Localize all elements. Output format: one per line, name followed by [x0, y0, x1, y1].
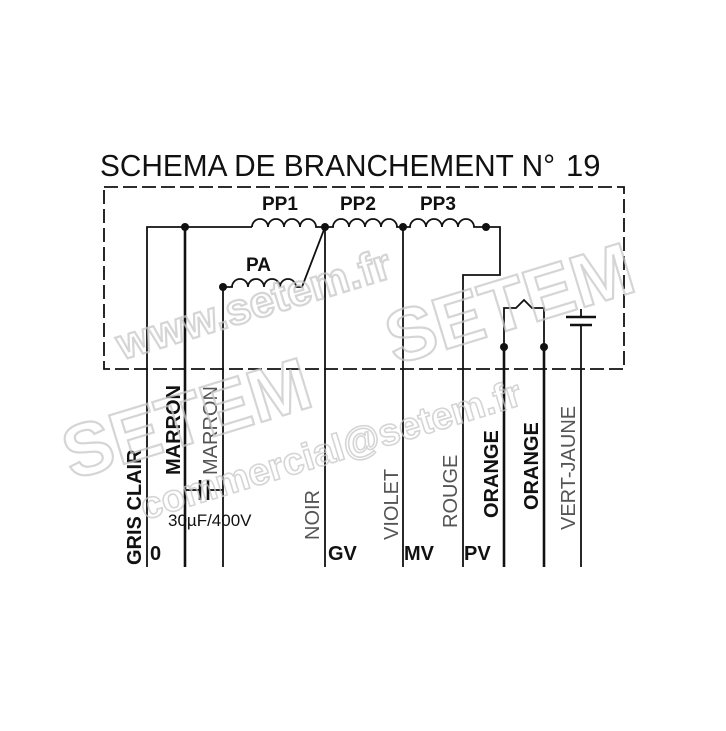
wire-label-vert-jaune: VERT-JAUNE: [558, 406, 580, 530]
terminal-label-gv: GV: [328, 543, 358, 565]
junction-dots: [181, 223, 548, 351]
terminal-label-mv: MV: [404, 543, 435, 565]
pp2-label: PP2: [340, 194, 376, 215]
pp2-winding: [325, 218, 403, 228]
diagram-title: SCHEMA DE BRANCHEMENT N°: [100, 148, 555, 183]
ground-icon: [566, 309, 596, 567]
pa-label: PA: [246, 255, 271, 276]
thermal-protector: [503, 298, 545, 347]
pp3-winding: [403, 218, 486, 228]
wire-label-violet: VIOLET: [381, 469, 403, 540]
capacitor-label: 30µF/400V: [168, 511, 252, 530]
terminal-label-0: 0: [150, 543, 161, 565]
terminal-label-pv: PV: [464, 543, 491, 565]
neutral-bus: [146, 226, 252, 567]
wire-label-orange-2: ORANGE: [521, 422, 543, 510]
pp1-winding: [251, 218, 325, 228]
wire-label-gris-clair: GRIS CLAIR: [124, 449, 146, 565]
motor-enclosure: [103, 186, 625, 370]
pp3-label: PP3: [420, 194, 456, 215]
pa-winding: [222, 226, 326, 567]
wire-label-marron-1: MARRON: [163, 385, 185, 475]
capacitor: [185, 480, 223, 500]
wire-label-orange-1: ORANGE: [481, 430, 503, 518]
wire-label-noir: NOIR: [302, 490, 324, 540]
wire-label-rouge: ROUGE: [440, 455, 462, 528]
wire-label-marron-2: MARRON: [200, 386, 222, 475]
watermark-brand-right: SETEM: [375, 226, 643, 380]
diagram-number: 19: [566, 148, 600, 183]
rouge-wire: [462, 226, 501, 567]
pp1-label: PP1: [262, 194, 298, 215]
